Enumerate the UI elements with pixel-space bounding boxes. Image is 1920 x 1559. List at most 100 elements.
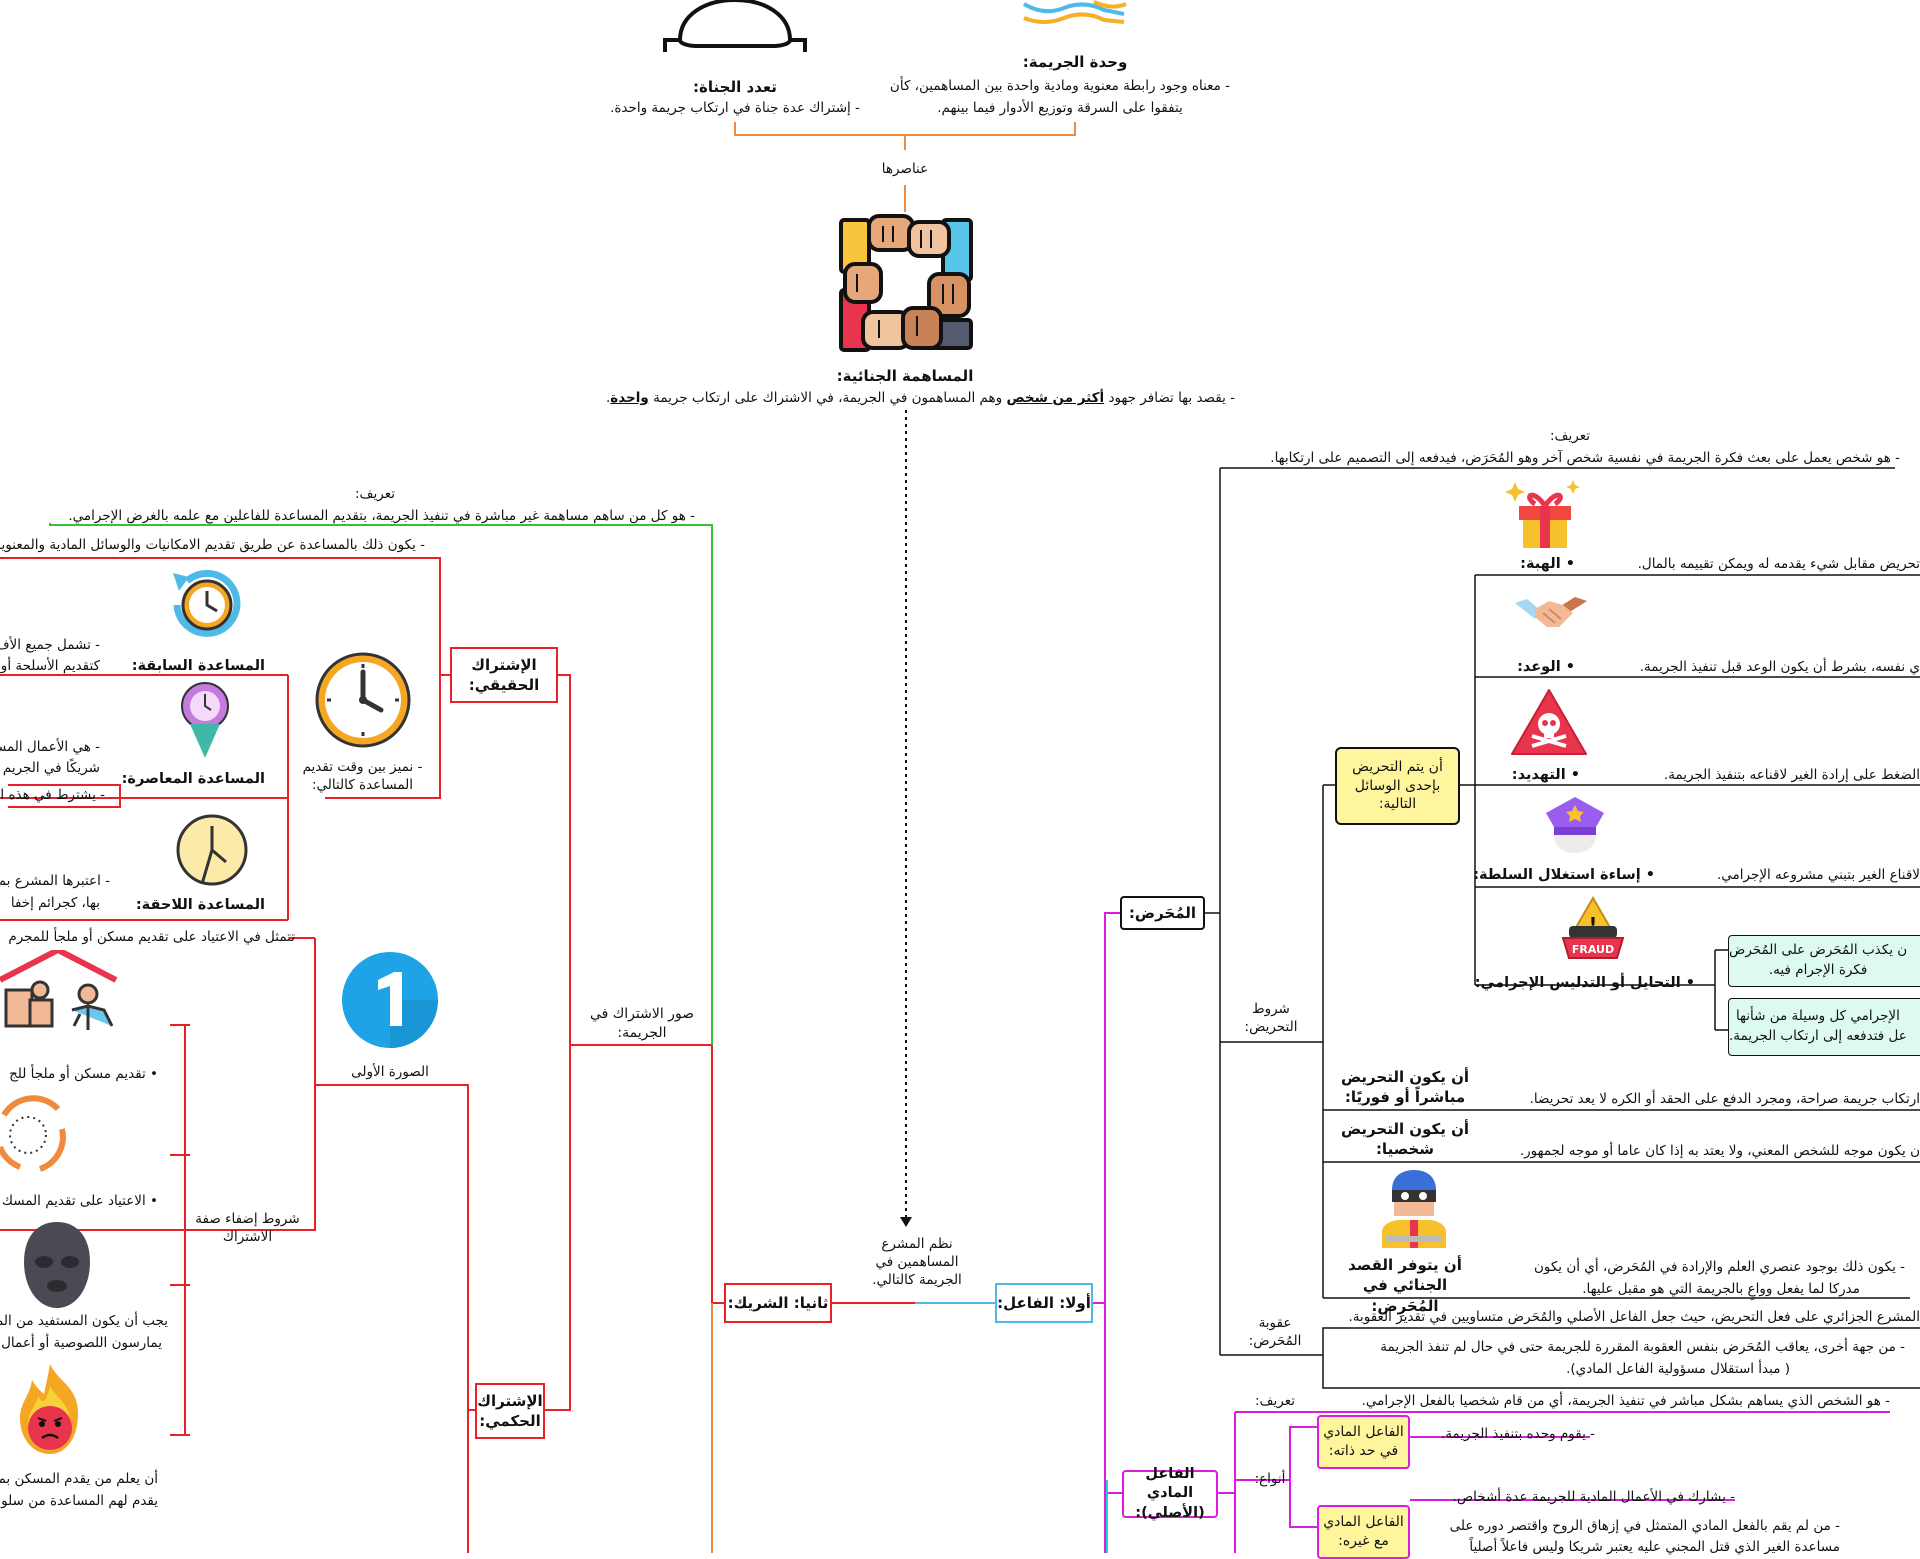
timer-pin-icon	[181, 682, 229, 758]
fraud-box-1-line2: فكرة الإجرام فيه.	[1768, 962, 1868, 978]
clock-icon	[315, 652, 411, 748]
top-bracket	[734, 122, 1076, 212]
fraud-label: • التحايل أو التدليس الإجرامي:	[1474, 975, 1695, 991]
forms-label: صور الاشتراك في الجريمة:	[589, 1006, 695, 1041]
crime-unity-text-line1: - معناه وجود رابطة معنوية ومادية واحدة ب…	[889, 78, 1231, 94]
fraud-thief-icon: ! FRAUD	[1561, 896, 1625, 959]
real-text: - يكون ذلك بالمساعدة عن طريق تقديم الامك…	[0, 537, 425, 553]
personal-label: أن يكون التحريض شخصيا:	[1340, 1120, 1470, 1159]
prior-text-line1: - تشمل جميع الأف	[0, 637, 100, 653]
system-label: نظم المشرع المساهمين في الجريمة كالتالي.	[872, 1236, 962, 1289]
instigator-def-label: تعريف:	[1550, 428, 1590, 444]
cond1-text: • تقديم مسكن أو ملجأ للج	[9, 1066, 158, 1082]
judicial-participation-box: الإشتراك الحكمي:	[475, 1383, 545, 1439]
prior-help-label: المساعدة السابقة:	[131, 658, 265, 674]
center-title: المساهمة الجنائية:	[836, 367, 974, 385]
svg-text:!: !	[1589, 914, 1597, 935]
fraud-box-2-line2: عل فتدفعه إلى ارتكاب الجريمة.	[1729, 1028, 1907, 1044]
center-definition-part1: - يقصد بها تضافر جهود	[1108, 390, 1235, 406]
material-def-label: تعريف:	[1255, 1393, 1295, 1409]
police-cap-icon	[1546, 797, 1604, 853]
elements-label: عناصرها	[881, 161, 929, 177]
joined-hands-square-icon	[839, 214, 973, 352]
penalty-text-line3: ( مبدأ استقلال مسؤولية الفاعل المادي).	[1566, 1361, 1790, 1377]
fraud-box-2-line1: الإجرامي كل وسيلة من شأنها	[1735, 1008, 1900, 1025]
instigator-box: المُحَرض:	[1120, 896, 1205, 930]
gift-text: تحريض مقابل شيء يقدمه له ويمكن تقييمه با…	[1637, 556, 1920, 572]
cond3-text-line2: يمارسون اللصوصية أو أعمال	[1, 1335, 162, 1351]
partner-box: ثانيا: الشريك:	[724, 1283, 832, 1323]
prior-text-line2: كتقديم الأسلحة أو	[0, 658, 100, 674]
type2-text-line1: - يشارك في الأعمال المادية للجريمة عدة أ…	[1452, 1489, 1735, 1505]
gift-label: • الهبة:	[1520, 556, 1575, 572]
concurrent-text-line2: شريكًا في الجريم	[2, 760, 100, 776]
gift-icon	[1505, 480, 1580, 548]
angry-fire-icon	[20, 1364, 78, 1454]
conditions-left-label: شروط إضفاء صفة الاشتراك	[195, 1211, 300, 1246]
clock-counterclockwise-icon	[173, 569, 241, 637]
first-form-text: تتمثل في الاعتياد على تقديم مسكن أو ملجأ…	[8, 929, 295, 945]
types-label: أنواع:	[1254, 1471, 1286, 1487]
type2-box: الفاعل المادي مع غيره:	[1317, 1505, 1410, 1559]
crime-unity-text-line2: يتفقوا على السرقة وتوزيع الأدوار فيما بي…	[937, 100, 1183, 116]
concurrent-text-line3: - يشترط في هذه ا	[0, 787, 105, 803]
intent-text-line1: - يكون ذلك بوجود عنصري العلم والإرادة في…	[1533, 1259, 1905, 1275]
timing-text: - نميز بين وقت تقديم المساعدة كالتالي:	[302, 759, 423, 794]
recurring-cycle-icon	[0, 1095, 66, 1172]
direct-label: أن يكون التحريض مباشراً أو فوريًا:	[1340, 1068, 1470, 1107]
crime-unity-title: وحدة الجريمة:	[1022, 53, 1128, 71]
center-definition-part2: وهم المساهمون في الجريمة، في الاشتراك عل…	[653, 390, 1003, 406]
number-one-badge-icon	[342, 952, 438, 1048]
personal-text: ن يكون موجه للشخص المعني، ولا يعتد به إذ…	[1519, 1143, 1920, 1159]
penalty-label: عقوبة المُحَرض:	[1248, 1315, 1302, 1350]
first-form-label: الصورة الأولى	[351, 1064, 429, 1080]
type1-text: - يقوم وحده بتنفيذ الجريمة.	[1441, 1426, 1595, 1442]
type2-text-line3: مساعدة الغير الذي قتل المجني عليه يعتبر …	[1469, 1539, 1840, 1555]
promise-label: • الوعد:	[1517, 659, 1575, 675]
later-text-line1: - اعتبرها المشرع بم	[0, 873, 110, 889]
intent-text-line2: مدركا لما يفعل وواعٍ بالجريمة التي هو مق…	[1582, 1281, 1860, 1297]
masked-head-icon	[24, 1222, 90, 1308]
partner-def-line	[49, 523, 713, 1045]
multiple-perpetrators-title: تعدد الجناة:	[693, 78, 777, 96]
multiple-perpetrators-text: - إشتراك عدة جناة في ارتكاب جريمة واحدة.	[610, 100, 860, 116]
cond4-text-line2: يقدم لهم المساعدة من سلوك	[0, 1493, 158, 1509]
type1-box: الفاعل المادي في حد ذاته:	[1317, 1415, 1410, 1469]
clock-late-icon	[176, 814, 248, 886]
conditions-label: شروط التحريض:	[1244, 1001, 1298, 1036]
actor-box: أولا: الفاعل:	[995, 1283, 1093, 1323]
actor-tree	[1092, 912, 1890, 1553]
later-help-label: المساعدة اللاحقة:	[135, 897, 265, 913]
skull-warning-icon	[1511, 689, 1587, 755]
threat-label: • التهديد:	[1511, 767, 1580, 783]
house-family-icon	[0, 950, 118, 1030]
threat-text: الضغط على إرادة الغير لاقناعه بتنفيذ الج…	[1663, 767, 1920, 783]
partner-def: - هو كل من ساهم مساهمة غير مباشرة في تنف…	[68, 508, 695, 524]
instigator-tree	[1205, 467, 1920, 1389]
authority-label: • إساءة استغلال السلطة:	[1473, 867, 1655, 883]
instigator-def: - هو شخص يعمل على بعث فكرة الجريمة في نف…	[1270, 450, 1900, 466]
center-definition-bold2: واحدة	[610, 390, 649, 406]
real-participation-box: الإشتراك الحقيقي:	[450, 647, 558, 703]
later-text-line2: بها، كجرائم إخفا	[10, 895, 100, 911]
type2-text-line2: - من لم يقم بالفعل المادي المتمثل في إزه…	[1449, 1518, 1840, 1534]
fraud-box-1-line1: ن يكذب المُحَرض على المُحَرض	[1729, 942, 1908, 959]
intent-label: أن يتوفر القصد الجنائي في المُحَرِض:	[1348, 1256, 1462, 1315]
authority-text: لاقناع الغير بتبني مشروعه الإجرامي.	[1717, 867, 1920, 883]
concurrent-help-label: المساعدة المعاصرة:	[121, 771, 265, 787]
means-box: أن يتم التحريض بإحدى الوسائل التالية:	[1335, 747, 1460, 825]
partner-def-label: تعريف:	[355, 486, 395, 502]
direct-text: ارتكاب جريمة صراحة، ومجرد الدفع على الحق…	[1529, 1091, 1920, 1107]
concurrent-text-line1: - هي الأعمال المس	[0, 739, 100, 755]
material-def: - هو الشخص الذي يساهم بشكل مباشر في تنفي…	[1361, 1393, 1890, 1409]
promise-text: ي نفسه، بشرط أن يكون الوعد قبل تنفيذ الج…	[1639, 659, 1920, 675]
svg-text:FRAUD: FRAUD	[1572, 943, 1614, 956]
penalty-text-line2: - من جهة أخرى، يعاقب المُحَرض بنفس العقو…	[1380, 1339, 1905, 1355]
arrow-head	[900, 1217, 912, 1227]
material-actor-box: الفاعل المادي (الأصلي):	[1122, 1466, 1218, 1521]
penalty-text-line1: المشرع الجزائري على فعل التحريض، حيث جعل…	[1348, 1309, 1920, 1325]
masked-thief-icon	[1382, 1170, 1446, 1248]
cond4-text-line1: أن يعلم من يقدم المسكن بما	[0, 1471, 158, 1487]
cond3-text-line1: يجب أن يكون المستفيد من المس	[0, 1313, 168, 1329]
